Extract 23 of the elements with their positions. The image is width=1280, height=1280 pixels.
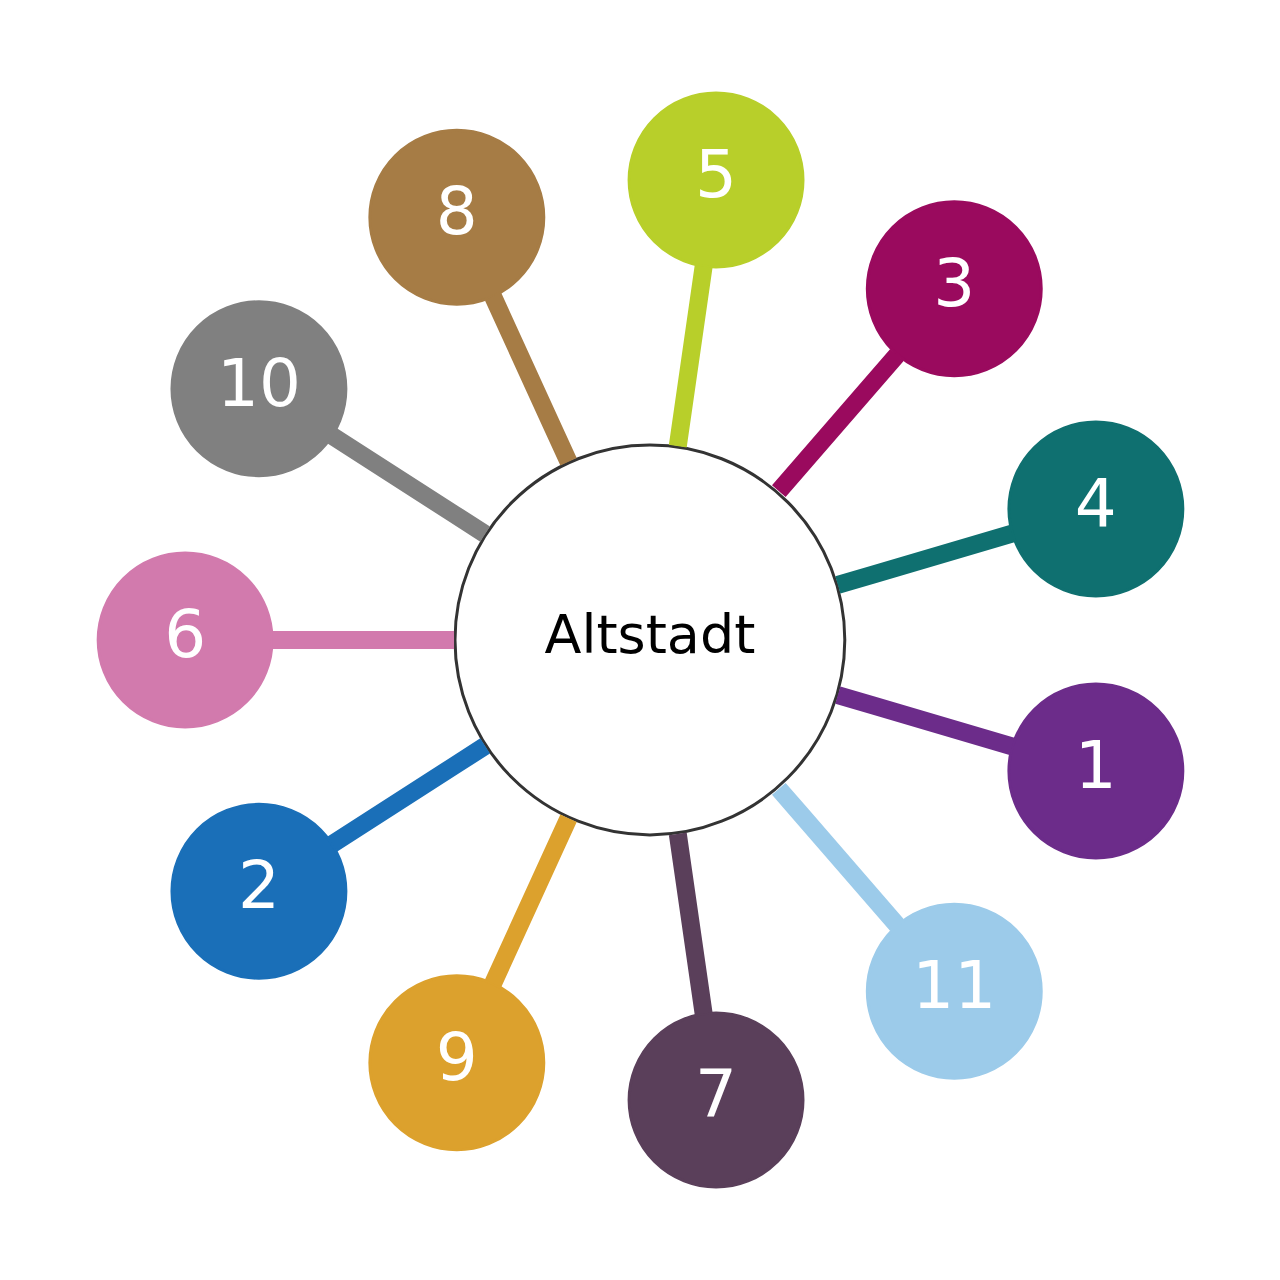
node-circle: 5 [627,91,804,269]
connector [327,738,490,852]
connector [272,631,454,649]
connector [771,348,904,498]
node-circle: 9 [367,974,545,1152]
node-circle: 8 [367,128,545,306]
connector [771,782,904,932]
connector [668,265,712,448]
connector [834,525,1014,594]
node-circle: 3 [865,200,1043,378]
node-circle: 6 [96,551,274,729]
connector [484,293,577,466]
connector [668,832,712,1015]
node-circle: 7 [627,1011,804,1189]
connector [327,428,490,542]
node-circle: 11 [865,902,1043,1080]
connector [834,686,1014,755]
node-circle: 1 [1006,682,1184,860]
node-circle: 2 [169,802,347,980]
node-circle: Altstadt [453,443,846,837]
node-circle: 10 [169,300,347,478]
node-circle: 4 [1006,420,1184,598]
connector [484,814,577,987]
